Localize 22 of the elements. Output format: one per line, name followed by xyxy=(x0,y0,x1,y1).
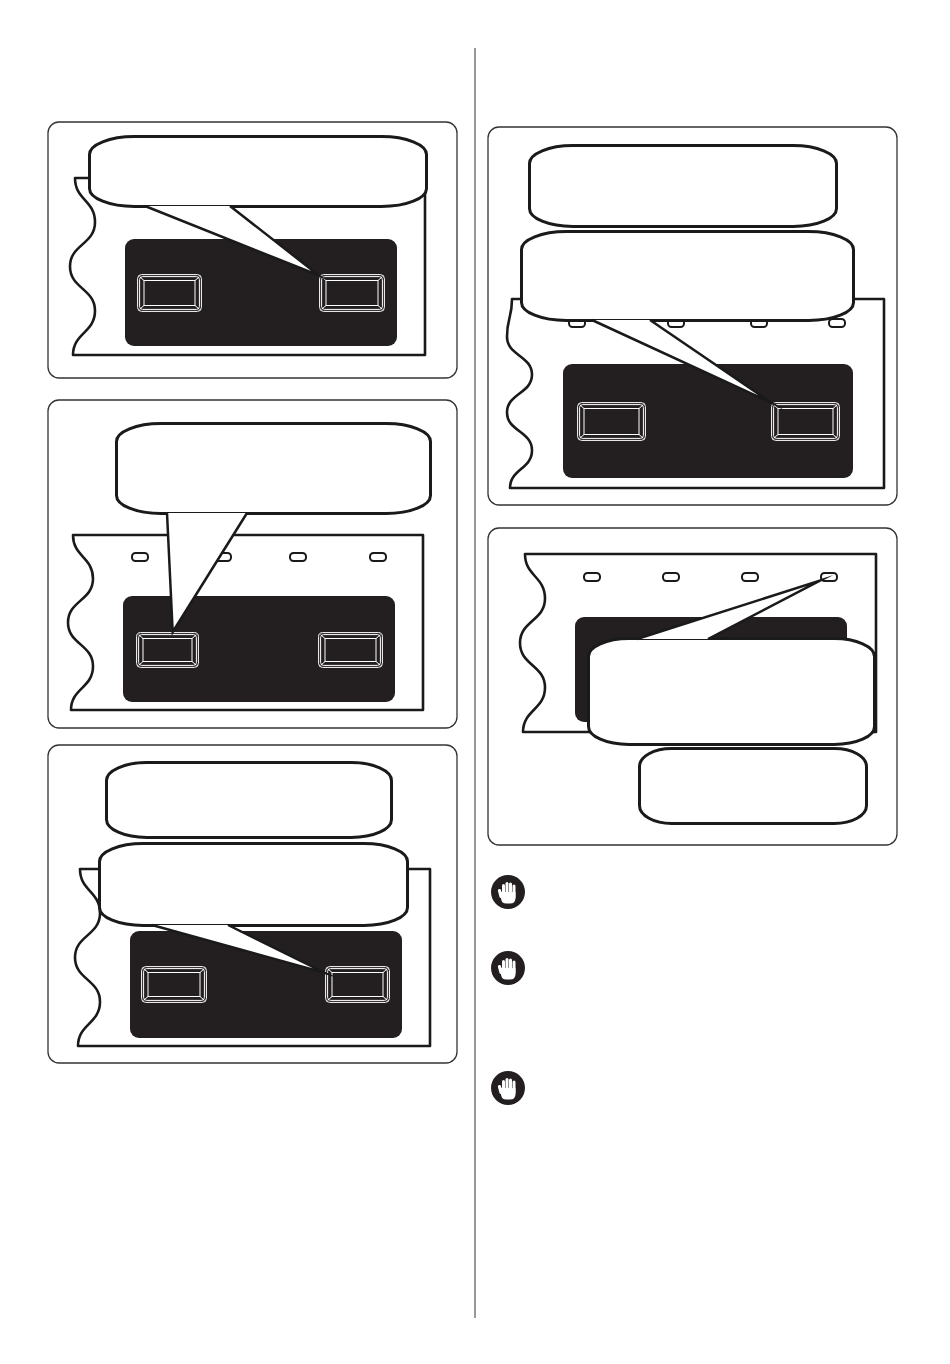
panel-button xyxy=(771,402,840,441)
speech-bubble xyxy=(105,761,393,839)
indicator-light xyxy=(741,572,759,582)
indicator-light xyxy=(289,552,307,562)
panel-button xyxy=(318,632,383,668)
panel-button xyxy=(136,632,199,668)
panel-button xyxy=(325,966,390,1003)
indicator-light xyxy=(662,572,680,582)
panel-button xyxy=(137,274,202,312)
panel-button xyxy=(319,274,385,312)
speech-bubble xyxy=(528,144,838,228)
callout-tail xyxy=(143,204,327,280)
panel-button xyxy=(141,966,207,1003)
indicator-light xyxy=(131,552,149,562)
indicator-light xyxy=(583,572,601,582)
speech-bubble xyxy=(520,230,855,322)
indicator-light xyxy=(369,552,387,562)
indicator-light xyxy=(828,318,846,328)
speech-bubble xyxy=(88,135,428,208)
callout-tail xyxy=(165,511,249,637)
speech-bubble xyxy=(638,747,868,825)
panel-button xyxy=(577,402,646,441)
